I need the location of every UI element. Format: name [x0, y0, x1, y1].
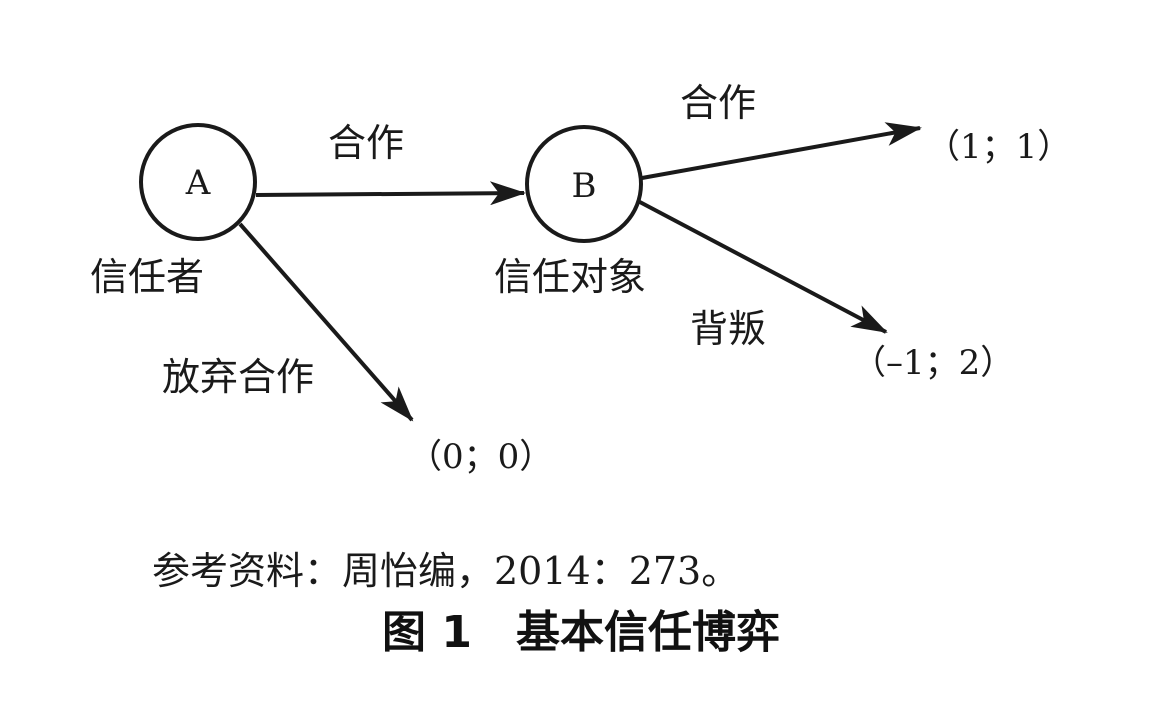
trust-game-diagram: A 信任者 B 信任对象 合作 放弃合作 合作 背叛 （1；1） （–1；2） …: [90, 81, 1071, 477]
payoff-betray: （–1；2）: [852, 343, 1014, 383]
edge-b-to-betray-label: 背叛: [690, 307, 766, 351]
source-note: 参考资料：周怡编，2014：273。: [152, 549, 740, 593]
payoff-both-cooperate: （1；1）: [926, 127, 1071, 167]
edge-a-to-end-arrow: [238, 222, 414, 422]
node-b-description: 信任对象: [494, 255, 646, 299]
figure-caption: 图 1 基本信任博弈: [382, 607, 780, 658]
edge-a-to-b-label: 合作: [328, 121, 404, 165]
payoff-abstain: （0；0）: [408, 437, 553, 477]
edge-b-to-betray-arrow: [635, 198, 888, 334]
edge-a-to-end-label: 放弃合作: [162, 355, 314, 399]
node-b-letter: B: [572, 166, 597, 206]
node-a-circle: [139, 123, 257, 241]
edge-b-to-coop-label: 合作: [680, 81, 756, 125]
edge-b-to-coop-arrow: [641, 122, 922, 180]
node-b-circle: [525, 125, 643, 243]
edge-a-to-b-arrow: [255, 181, 526, 206]
node-a-letter: A: [185, 163, 211, 203]
node-a-description: 信任者: [90, 255, 204, 299]
